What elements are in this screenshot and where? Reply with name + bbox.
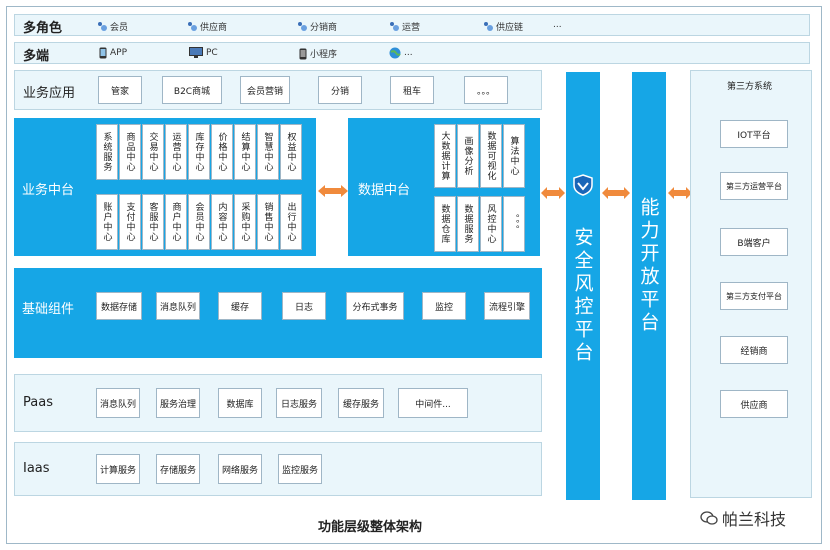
data-mid-row2-cell: 风控中心 [480, 196, 502, 252]
business-mid-row2-cell: 销售中心 [257, 194, 279, 250]
third-operation-platform: 第三方运营平台 [720, 172, 788, 200]
base-flow-engine: 流程引擎 [484, 292, 530, 320]
paas-cache-service: 缓存服务 [338, 388, 384, 418]
mid-link-arrow [318, 184, 348, 197]
base-data-storage: 数据存储 [96, 292, 142, 320]
business-mid-row1-cell: 价格中心 [211, 124, 233, 180]
globe-icon [389, 47, 401, 59]
business-mid-row1-cell: 权益中心 [280, 124, 302, 180]
people-icon [187, 21, 197, 32]
business-mid-row2-cell: 商户中心 [165, 194, 187, 250]
endpoint-more: ... [389, 47, 413, 59]
base-cache: 缓存 [218, 292, 262, 320]
app-car-rental: 租车 [390, 76, 434, 104]
data-mid-title: 数据中台 [358, 183, 411, 198]
business-mid-row2-cell: 采购中心 [234, 194, 256, 250]
security-platform: 安全风控平台 [566, 72, 600, 500]
data-mid-row1-cell: 大数据计算 [434, 124, 456, 188]
third-dealer: 经销商 [720, 336, 788, 364]
roles-title: 多角色 [23, 21, 63, 36]
app-distribution: 分销 [318, 76, 362, 104]
endpoint-mini-program: 小程序 [299, 47, 337, 60]
data-mid-row1-cell: 画像分析 [457, 124, 479, 188]
role-supply-chain: 供应链 [483, 20, 523, 33]
app-butler: 管家 [98, 76, 142, 104]
paas-message-queue: 消息队列 [96, 388, 140, 418]
business-mid-row1-cell: 交易中心 [142, 124, 164, 180]
business-mid-row1-cell: 运营中心 [165, 124, 187, 180]
diagram-caption: 功能层级整体架构 [318, 520, 423, 535]
phone-icon [99, 47, 107, 59]
app-more: 。。。 [464, 76, 508, 104]
business-app-title: 业务应用 [23, 86, 76, 101]
base-distributed-tx: 分布式事务 [346, 292, 404, 320]
business-mid-title: 业务中台 [22, 183, 75, 198]
endpoints-band: 多端 APP PC 小程序 ... [14, 42, 810, 64]
data-mid-row2-cell: 数据服务 [457, 196, 479, 252]
roles-band: 多角色 会员 供应商 分销商 运营 供应链 ... [14, 14, 810, 36]
data-mid-row1-cell: 算法中心 [503, 124, 525, 188]
watermark: 帕兰科技 [700, 506, 786, 530]
base-message-queue: 消息队列 [156, 292, 200, 320]
business-mid-row2-cell: 会员中心 [188, 194, 210, 250]
people-icon [389, 21, 399, 32]
people-icon [483, 21, 493, 32]
third-party-title: 第三方系统 [727, 82, 773, 92]
watermark-text: 帕兰科技 [722, 510, 787, 529]
capability-to-third-arrow [668, 186, 692, 199]
paas-middleware: 中间件... [398, 388, 468, 418]
business-mid-row2-cell: 支付中心 [119, 194, 141, 250]
capability-platform: 能力开放平台 [632, 72, 666, 500]
third-b-client: B端客户 [720, 228, 788, 256]
iaas-network: 网络服务 [218, 454, 262, 484]
iaas-monitor: 监控服务 [278, 454, 322, 484]
base-monitor: 监控 [422, 292, 466, 320]
data-mid-row2-cell: 数据仓库 [434, 196, 456, 252]
base-log: 日志 [282, 292, 326, 320]
business-mid-row2-cell: 内容中心 [211, 194, 233, 250]
business-mid-row2-cell: 客服中心 [142, 194, 164, 250]
paas-service-governance: 服务治理 [156, 388, 200, 418]
people-icon [97, 21, 107, 32]
data-mid-row2-cell: 。。。 [503, 196, 525, 252]
endpoints-title: 多端 [23, 49, 50, 64]
app-b2c-mall: B2C商城 [162, 76, 222, 104]
endpoint-app: APP [99, 47, 127, 59]
third-payment-platform: 第三方支付平台 [720, 282, 788, 310]
security-to-capability-arrow [602, 186, 630, 199]
role-more: ... [553, 20, 562, 30]
iaas-title: Iaas [23, 461, 50, 476]
wechat-icon [700, 511, 718, 525]
data-mid-row1-cell: 数据可视化 [480, 124, 502, 188]
endpoint-pc: PC [189, 47, 218, 59]
role-distributor: 分销商 [297, 20, 337, 33]
third-supplier: 供应商 [720, 390, 788, 418]
base-components-label: 基础组件 [22, 302, 75, 317]
role-supplier: 供应商 [187, 20, 227, 33]
app-member-marketing: 会员营销 [240, 76, 290, 104]
data-to-security-arrow [541, 186, 565, 199]
paas-log-service: 日志服务 [276, 388, 322, 418]
role-operation: 运营 [389, 20, 420, 33]
people-icon [297, 21, 307, 32]
paas-database: 数据库 [218, 388, 262, 418]
iaas-storage: 存储服务 [156, 454, 200, 484]
paas-title: Paas [23, 395, 53, 410]
third-iot: IOT平台 [720, 120, 788, 148]
business-mid-row1-cell: 结算中心 [234, 124, 256, 180]
monitor-icon [189, 47, 203, 58]
iaas-compute: 计算服务 [96, 454, 140, 484]
capability-platform-label: 能力开放平台 [637, 197, 660, 335]
business-mid-row1-cell: 系统服务 [96, 124, 118, 180]
shield-icon [573, 174, 593, 196]
business-mid-row1-cell: 智慧中心 [257, 124, 279, 180]
business-mid-row1-cell: 商品中心 [119, 124, 141, 180]
business-mid-row1-cell: 库存中心 [188, 124, 210, 180]
business-mid-row2-cell: 出行中心 [280, 194, 302, 250]
business-mid-row2-cell: 账户中心 [96, 194, 118, 250]
phone-icon [299, 48, 307, 59]
security-platform-label: 安全风控平台 [571, 227, 594, 365]
role-member: 会员 [97, 20, 128, 33]
